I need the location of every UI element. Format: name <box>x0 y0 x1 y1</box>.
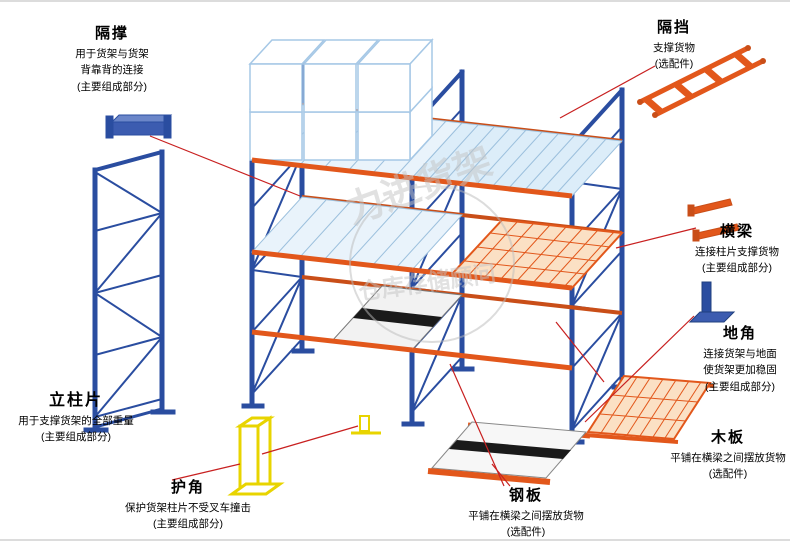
label-floor-anchor: 地角 连接货架与地面 使货架更加稳固 (主要组成部分) <box>692 322 788 395</box>
part-desc-line: 用于货架与货架 <box>75 48 149 60</box>
part-desc-line: 支撑货物 <box>653 42 695 54</box>
carton-boxes <box>248 38 434 162</box>
part-desc-line: 背靠背的连接 <box>80 64 144 77</box>
part-desc-line: 用于支撑货架的全部重量 <box>18 415 134 427</box>
part-title-wooden-board: 木板 <box>710 429 745 446</box>
backstop-part-sample <box>637 45 766 118</box>
part-desc-line: (主要组成部分) <box>153 518 223 531</box>
rack-front-beams <box>251 157 573 371</box>
part-desc-line: (选配件) <box>654 58 694 71</box>
label-corner-guard: 护角 保护货架柱片不受叉车撞击 (主要组成部分) <box>110 476 266 533</box>
floor-anchor-on-rack <box>351 415 381 435</box>
label-spacer: 隔撑 用于货架与货架 背靠背的连接 (主要组成部分) <box>56 22 168 95</box>
steel-plate-sample <box>427 421 591 485</box>
label-backstop: 隔挡 支撑货物 (选配件) <box>628 16 720 73</box>
part-title-steel-plate: 钢板 <box>508 487 543 504</box>
part-desc-line: (主要组成部分) <box>705 380 775 393</box>
beam-part-samples <box>687 198 740 242</box>
part-desc-line: (选配件) <box>506 526 546 539</box>
label-steel-plate: 钢板 平铺在横梁之间摆放货物 (选配件) <box>458 484 594 541</box>
part-desc-line: (主要组成部分) <box>702 262 772 275</box>
label-beam: 横梁 连接柱片支撑货物 (主要组成部分) <box>686 220 788 277</box>
part-title-backstop: 隔挡 <box>656 19 691 36</box>
part-desc-line: (主要组成部分) <box>41 431 111 444</box>
pointer-lines <box>149 65 697 487</box>
part-desc-line: 平铺在横梁之间摆放货物 <box>468 510 584 522</box>
part-desc-line: (主要组成部分) <box>77 80 147 93</box>
spacer-part-sample <box>105 114 173 139</box>
part-desc-line: 连接柱片支撑货物 <box>695 246 779 258</box>
part-title-corner-guard: 护角 <box>170 479 205 496</box>
part-title-upright-frame: 立柱片 <box>48 392 103 409</box>
corner-guard-sample <box>227 415 285 496</box>
part-desc-line: 使货架更加稳固 <box>703 364 777 377</box>
upright-frame-sample <box>83 149 176 433</box>
label-wooden-board: 木板 平铺在横梁之间摆放货物 (选配件) <box>670 426 786 483</box>
part-desc-line: 连接货架与地面 <box>703 348 777 360</box>
mesh-deck-in-rack <box>449 218 625 290</box>
board-part-sample <box>584 374 715 444</box>
part-desc-line: 平铺在横梁之间摆放货物 <box>670 452 786 464</box>
part-desc-line: (选配件) <box>708 468 748 481</box>
part-desc-line: 保护货架柱片不受叉车撞击 <box>125 502 251 514</box>
part-title-floor-anchor: 地角 <box>722 325 757 342</box>
part-title-beam: 横梁 <box>719 223 754 240</box>
part-title-spacer: 隔撑 <box>94 25 129 42</box>
floor-anchor-sample <box>688 281 736 323</box>
label-upright-frame: 立柱片 用于支撑货架的全部重量 (主要组成部分) <box>2 386 150 446</box>
